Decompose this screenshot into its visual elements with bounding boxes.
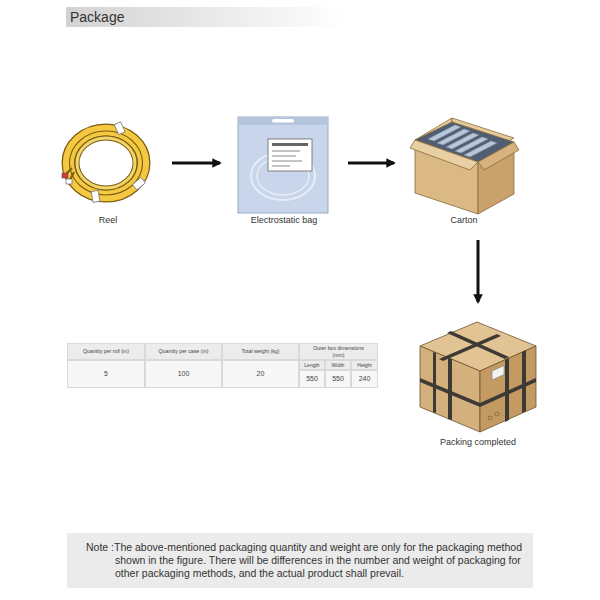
flow-arrow <box>348 162 394 165</box>
table-value: 5 <box>104 370 108 378</box>
table-cell: Height <box>351 360 378 370</box>
table-header: Quantity per case (m) <box>159 348 209 354</box>
closed-box-drawing <box>420 322 536 432</box>
table-header: Total weight (kg) <box>242 348 280 354</box>
table-cell: 240 <box>351 370 378 388</box>
table-cell: Width <box>325 360 351 370</box>
package-step: Reel <box>56 118 160 226</box>
bag-drawing <box>238 117 328 213</box>
table-header: Height <box>357 362 371 368</box>
table-header: Outer box dimensions (mm) <box>309 345 369 357</box>
table-value: 20 <box>257 370 265 378</box>
reel-drawing <box>62 122 146 203</box>
table-cell: 550 <box>299 370 325 388</box>
title: Package <box>70 9 124 25</box>
table-value: 550 <box>306 375 318 383</box>
table-value: 550 <box>332 375 344 383</box>
step-caption: Reel <box>56 215 160 226</box>
table-cell: Length <box>299 360 325 370</box>
table-header: Length <box>304 362 319 368</box>
step-caption: Electrostatic bag <box>232 215 336 226</box>
flow-arrow <box>477 240 480 302</box>
carton-drawing <box>410 118 519 214</box>
package-step: Electrostatic bag <box>232 114 336 226</box>
table-cell: Outer box dimensions (mm) <box>299 343 378 360</box>
note-text: Note :The above-mentioned packaging quan… <box>86 541 535 580</box>
table-value: 100 <box>178 370 190 378</box>
package-step: Packing completed <box>410 316 546 448</box>
title-bar: Package <box>66 7 346 27</box>
table-cell: 5 <box>67 360 145 388</box>
table-cell: 20 <box>222 360 299 388</box>
step-caption: Carton <box>406 215 522 226</box>
table-header: Width <box>332 362 345 368</box>
package-step: Carton <box>406 110 522 226</box>
table-value: 240 <box>359 375 371 383</box>
table-cell: 550 <box>325 370 351 388</box>
table-cell: Quantity per roll (m) <box>67 343 145 360</box>
flow-arrow <box>172 162 220 165</box>
table-cell: Quantity per case (m) <box>145 343 222 360</box>
table-cell: Total weight (kg) <box>222 343 299 360</box>
table-header: Quantity per roll (m) <box>83 348 129 354</box>
step-caption: Packing completed <box>410 437 546 448</box>
table-cell: 100 <box>145 360 222 388</box>
note-box: Note :The above-mentioned packaging quan… <box>67 533 533 588</box>
